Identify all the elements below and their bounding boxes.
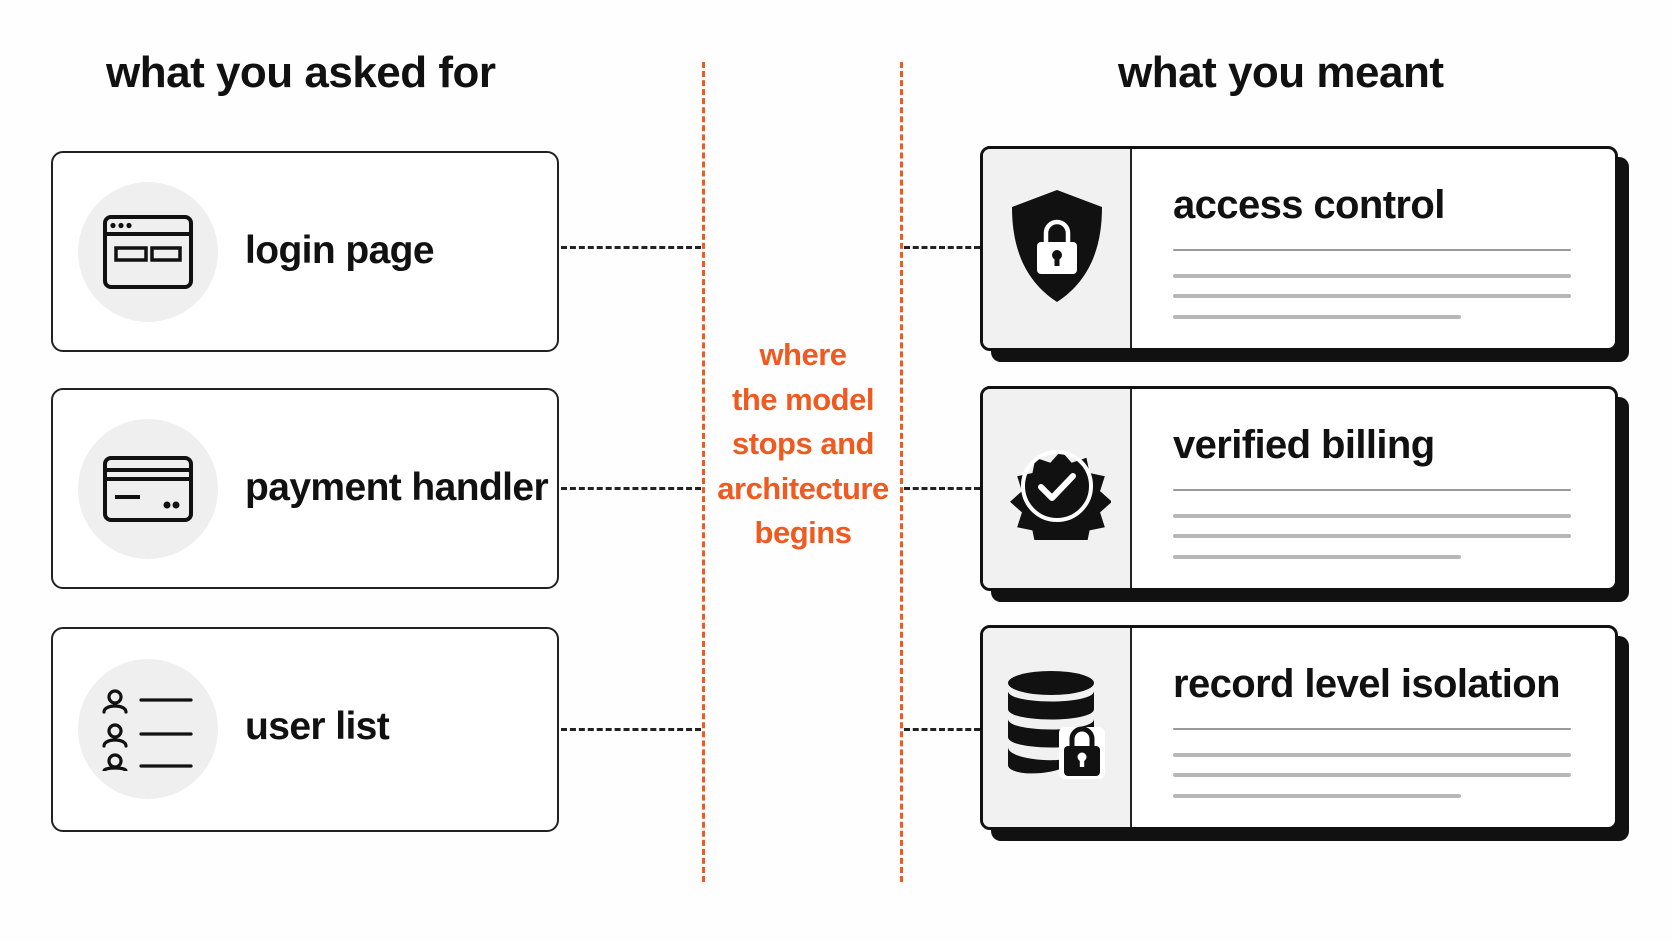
text-placeholder-line xyxy=(1173,514,1571,518)
right-column-heading: what you meant xyxy=(1118,48,1444,97)
boundary-label-line: stops and xyxy=(732,426,874,461)
text-placeholder-line xyxy=(1173,534,1571,538)
boundary-label-line: begins xyxy=(754,515,852,550)
left-boundary-dashed-line xyxy=(702,62,705,882)
intended-item-title: verified billing xyxy=(1173,423,1435,467)
text-placeholder-line xyxy=(1173,773,1571,777)
requested-item-label: login page xyxy=(245,229,435,272)
text-placeholder-line xyxy=(1173,794,1461,798)
boundary-label-line: where xyxy=(759,337,847,372)
browser-window-icon xyxy=(78,182,218,322)
database-lock-icon xyxy=(1007,669,1107,786)
intended-item-verified-billing: verified billing xyxy=(980,386,1618,591)
connector-left-2 xyxy=(561,487,701,490)
connector-right-2 xyxy=(904,487,980,490)
boundary-label-line: architecture xyxy=(717,470,889,506)
text-placeholder-line xyxy=(1173,728,1571,730)
intended-item-title: record level isolation xyxy=(1173,662,1561,706)
left-column-heading: what you asked for xyxy=(106,48,496,97)
right-boundary-dashed-line xyxy=(900,62,903,882)
requested-item-user-list: user list xyxy=(51,627,559,832)
intended-item-access-control: access control xyxy=(980,146,1618,351)
text-placeholder-line xyxy=(1173,294,1571,298)
boundary-label: where the model stops and architecture b… xyxy=(712,333,894,556)
connector-right-1 xyxy=(904,246,980,249)
icon-panel xyxy=(983,628,1132,827)
text-placeholder-line xyxy=(1173,315,1461,319)
text-placeholder-line xyxy=(1173,489,1571,491)
requested-item-payment-handler: payment handler xyxy=(51,388,559,589)
requested-item-login-page: login page xyxy=(51,151,559,352)
connector-left-1 xyxy=(561,246,701,249)
intended-item-title: access control xyxy=(1173,183,1445,227)
boundary-label-line: the model xyxy=(732,381,874,417)
credit-card-icon xyxy=(78,419,218,559)
text-placeholder-line xyxy=(1173,753,1571,757)
connector-right-3 xyxy=(904,728,980,731)
text-placeholder-line xyxy=(1173,274,1571,278)
shield-lock-icon xyxy=(1008,187,1106,310)
icon-panel xyxy=(983,389,1132,588)
intended-item-record-level-isolation: record level isolation xyxy=(980,625,1618,830)
requested-item-label: payment handler xyxy=(245,466,549,509)
text-placeholder-line xyxy=(1173,249,1571,251)
icon-panel xyxy=(983,149,1132,348)
verified-badge-icon xyxy=(1003,432,1112,553)
user-list-icon xyxy=(78,659,218,799)
text-placeholder-line xyxy=(1173,555,1461,559)
connector-left-3 xyxy=(561,728,701,731)
requested-item-label: user list xyxy=(245,705,390,748)
